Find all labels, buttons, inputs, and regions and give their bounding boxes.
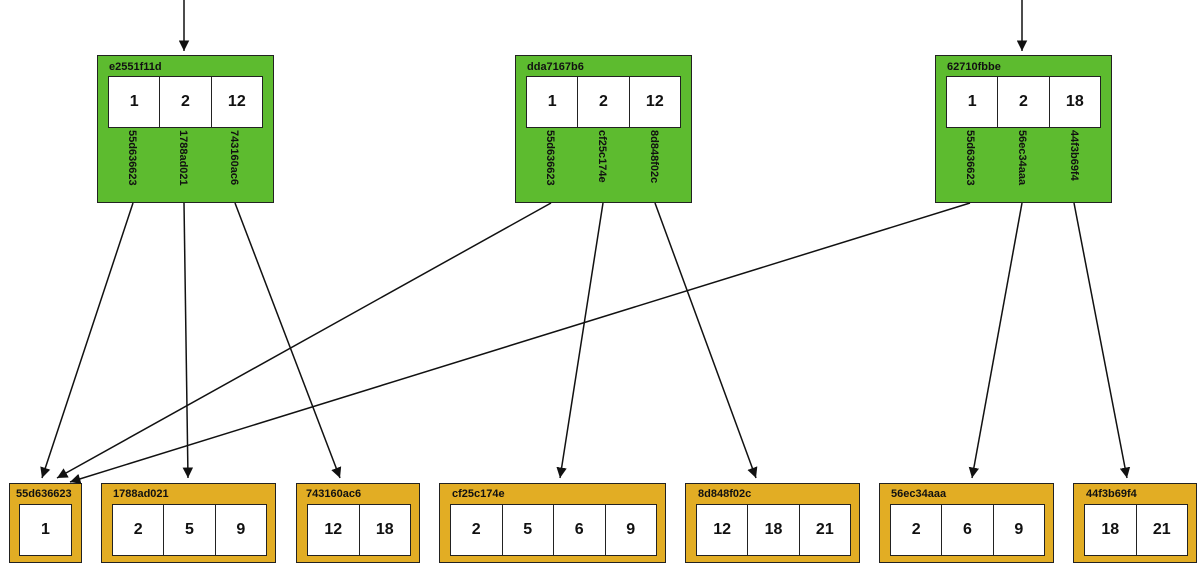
internal-node-dda7167b6: dda7167b6 1 2 12 55d636623 cf25c174e 8d8… bbox=[515, 55, 692, 203]
leaf-node-743160ac6: 743160ac6 12 18 bbox=[296, 483, 420, 563]
edge-e2551f11d-743160ac6 bbox=[234, 202, 342, 479]
key-cell: 1 bbox=[547, 93, 557, 110]
leaf-node-56ec34aaa: 56ec34aaa 2 6 9 bbox=[879, 483, 1054, 563]
key-cell: 2 bbox=[471, 521, 481, 538]
edge-62710fbbe-44f3b69f4 bbox=[1073, 202, 1131, 479]
key-cell: 9 bbox=[214, 505, 266, 555]
pointer-label: cf25c174e bbox=[596, 130, 608, 183]
key-cell: 12 bbox=[324, 521, 343, 538]
leaf-node-8d848f02c: 8d848f02c 12 18 21 bbox=[685, 483, 860, 563]
key-cell: 12 bbox=[628, 77, 680, 127]
key-cell: 6 bbox=[553, 505, 605, 555]
key-cell: 9 bbox=[992, 505, 1044, 555]
key-cell: 18 bbox=[747, 505, 798, 555]
key-cell: 21 bbox=[798, 505, 850, 555]
key-cell: 18 bbox=[1048, 77, 1100, 127]
node-id: 743160ac6 bbox=[306, 488, 362, 500]
key-row: 2 5 9 bbox=[112, 504, 267, 556]
key-cell: 2 bbox=[997, 77, 1048, 127]
pointer-label: 44f3b69f4 bbox=[1068, 130, 1080, 181]
node-id: cf25c174e bbox=[452, 488, 505, 500]
key-cell: 6 bbox=[941, 505, 992, 555]
node-id: 62710fbbe bbox=[947, 61, 1001, 73]
pointer-label: 743160ac6 bbox=[228, 130, 240, 186]
key-row: 2 6 9 bbox=[890, 504, 1045, 556]
edge-e2551f11d-1788ad021 bbox=[182, 202, 194, 479]
key-cell: 2 bbox=[577, 77, 628, 127]
key-cell: 1 bbox=[129, 93, 139, 110]
node-id: 55d636623 bbox=[16, 488, 72, 500]
edge-62710fbbe-55d636623 bbox=[69, 202, 971, 484]
edge-e2551f11d-55d636623 bbox=[40, 202, 134, 479]
key-cell: 1 bbox=[967, 93, 977, 110]
key-row: 18 21 bbox=[1084, 504, 1188, 556]
key-row: 1 2 12 bbox=[526, 76, 681, 128]
leaf-node-44f3b69f4: 44f3b69f4 18 21 bbox=[1073, 483, 1197, 563]
pointer-label: 56ec34aaa bbox=[1016, 130, 1028, 186]
key-cell: 12 bbox=[713, 521, 732, 538]
key-row: 12 18 21 bbox=[696, 504, 851, 556]
key-cell: 2 bbox=[911, 521, 921, 538]
key-cell: 1 bbox=[41, 521, 50, 538]
pointer-label: 1788ad021 bbox=[177, 130, 189, 186]
node-id: 56ec34aaa bbox=[891, 488, 947, 500]
key-row: 1 bbox=[19, 504, 72, 556]
edge-62710fbbe-56ec34aaa bbox=[968, 202, 1023, 479]
key-cell: 18 bbox=[1101, 521, 1120, 538]
key-cell: 2 bbox=[133, 521, 143, 538]
internal-node-e2551f11d: e2551f11d 1 2 12 55d636623 1788ad021 743… bbox=[97, 55, 274, 203]
node-id: e2551f11d bbox=[109, 61, 162, 73]
node-id: 44f3b69f4 bbox=[1086, 488, 1137, 500]
leaf-node-55d636623: 55d636623 1 bbox=[9, 483, 82, 563]
pointer-label: 8d848f02c bbox=[648, 130, 660, 184]
pointer-label: 55d636623 bbox=[126, 130, 138, 186]
key-cell: 12 bbox=[210, 77, 262, 127]
key-row: 2 5 6 9 bbox=[450, 504, 657, 556]
node-id: dda7167b6 bbox=[527, 61, 584, 73]
node-id: 8d848f02c bbox=[698, 488, 752, 500]
leaf-node-cf25c174e: cf25c174e 2 5 6 9 bbox=[439, 483, 666, 563]
key-cell: 2 bbox=[159, 77, 210, 127]
edge-dda7167b6-55d636623 bbox=[56, 202, 552, 479]
edge-dda7167b6-8d848f02c bbox=[654, 202, 758, 479]
key-row: 1 2 12 bbox=[108, 76, 263, 128]
key-cell: 5 bbox=[163, 505, 214, 555]
key-cell: 5 bbox=[501, 505, 554, 555]
key-cell: 18 bbox=[358, 505, 411, 555]
key-cell: 9 bbox=[604, 505, 657, 555]
internal-node-62710fbbe: 62710fbbe 1 2 18 55d636623 56ec34aaa 44f… bbox=[935, 55, 1112, 203]
leaf-node-1788ad021: 1788ad021 2 5 9 bbox=[101, 483, 276, 563]
edge-dda7167b6-cf25c174e bbox=[556, 202, 604, 479]
key-cell: 21 bbox=[1135, 505, 1188, 555]
pointer-label: 55d636623 bbox=[544, 130, 556, 186]
node-id: 1788ad021 bbox=[113, 488, 169, 500]
pointer-label: 55d636623 bbox=[964, 130, 976, 186]
key-row: 12 18 bbox=[307, 504, 411, 556]
key-row: 1 2 18 bbox=[946, 76, 1101, 128]
